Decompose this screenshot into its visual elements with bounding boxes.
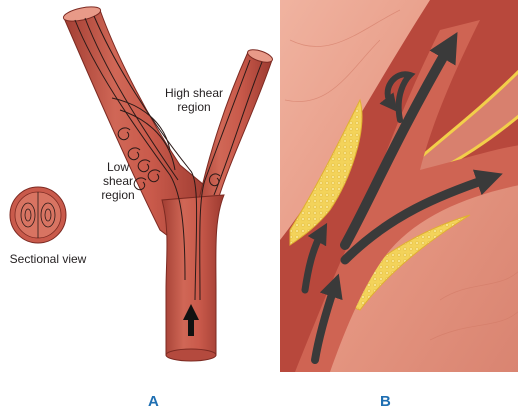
sectional-view-label: Sectional view	[9, 252, 87, 266]
low-shear-line2: shear	[102, 174, 134, 188]
high-shear-line2: region	[177, 100, 211, 114]
flow-arrow-icon	[301, 32, 503, 364]
left-branch-opening	[62, 6, 102, 22]
low-shear-label: Low shear region	[96, 160, 140, 202]
panel-label-a: A	[148, 393, 159, 410]
panel-b-diagram	[280, 0, 518, 372]
low-shear-line1: Low	[106, 160, 129, 174]
flow-streamlines	[74, 15, 263, 301]
sectional-view-diagram	[9, 186, 67, 244]
vessel-lumen	[295, 20, 518, 372]
panel-label-b: B	[380, 393, 391, 410]
high-shear-line1: High shear	[164, 86, 224, 100]
trunk-opening	[165, 348, 217, 362]
vortex-icon	[111, 97, 221, 191]
flow-arrow-icon	[183, 304, 199, 336]
high-shear-label: High shear region	[158, 86, 230, 114]
low-shear-line3: region	[101, 188, 135, 202]
panel-a-diagram	[9, 6, 273, 362]
right-branch-opening	[247, 49, 273, 63]
